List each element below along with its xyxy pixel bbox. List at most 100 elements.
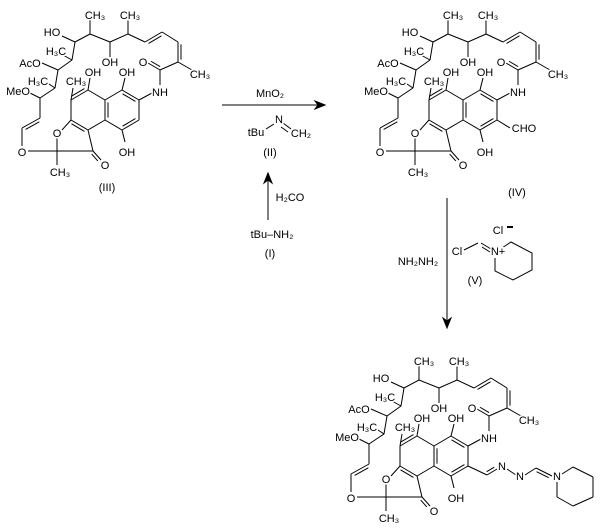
- bond: [486, 468, 498, 476]
- atom-label: O: [459, 160, 468, 172]
- bond: [485, 33, 504, 43]
- bond: [450, 423, 455, 437]
- atom-label: OH: [477, 67, 494, 79]
- atom-label: OH: [119, 67, 136, 79]
- double-bond: [480, 118, 494, 127]
- bond: [420, 54, 431, 61]
- bond: [428, 89, 447, 101]
- bond: [556, 496, 574, 507]
- bond: [479, 89, 498, 101]
- bond: [433, 435, 452, 447]
- bond: [419, 35, 434, 43]
- bond: [390, 465, 401, 477]
- atom-label: CH₃: [424, 76, 444, 88]
- bond: [74, 33, 91, 43]
- bond: [416, 423, 420, 437]
- hydrazine-reagent: NH₂NH₂: [398, 256, 438, 268]
- atom-label: H₃C: [375, 392, 395, 404]
- bond: [403, 379, 420, 389]
- double-bond: [91, 153, 99, 162]
- bond: [374, 427, 385, 435]
- atom-label: O: [411, 128, 420, 140]
- bond: [87, 89, 106, 101]
- reaction-arrow-right: [222, 99, 327, 111]
- atom-label: NH: [481, 433, 497, 445]
- bond: [356, 437, 370, 445]
- bond: [39, 87, 56, 99]
- bond: [41, 62, 59, 71]
- bond: [445, 129, 452, 152]
- bond: [450, 465, 469, 477]
- bond: [177, 61, 193, 71]
- bond: [61, 119, 72, 131]
- bond: [450, 150, 460, 161]
- double-bond: [451, 439, 465, 448]
- bond: [415, 59, 431, 71]
- bond: [416, 465, 435, 477]
- bond: [390, 381, 405, 389]
- bond: [488, 407, 508, 417]
- atom-label: HO: [373, 373, 390, 385]
- atom-label: NH: [152, 87, 168, 99]
- bond: [438, 379, 458, 389]
- bond: [57, 59, 73, 71]
- imine-label: (II): [263, 147, 276, 159]
- atom-label: O: [430, 506, 439, 518]
- bond: [379, 117, 399, 129]
- bond: [87, 119, 106, 131]
- atom-label: HO: [44, 27, 61, 39]
- bond: [144, 31, 163, 43]
- double-bond: [122, 118, 136, 127]
- atom-label: CH₃: [478, 10, 498, 22]
- bond: [147, 62, 161, 71]
- bond: [70, 119, 89, 131]
- tbutylamine-reagent: tBu–NH₂: [251, 229, 294, 241]
- bond: [71, 41, 76, 61]
- bond: [161, 31, 179, 43]
- vilsmeier-n-plus: N+: [491, 246, 505, 258]
- double-bond: [508, 60, 519, 68]
- atom-label: O: [101, 160, 110, 172]
- reaction-arrow-down: [441, 198, 453, 330]
- atom-label: CH₃: [395, 422, 415, 434]
- double-bond: [383, 121, 398, 130]
- imine-tbu: tBu: [248, 127, 265, 139]
- bond: [445, 77, 449, 91]
- bond: [399, 62, 417, 71]
- atom-label: OH: [85, 67, 102, 79]
- bond: [391, 400, 402, 407]
- bond: [159, 61, 179, 71]
- bond: [506, 407, 522, 417]
- bond: [104, 89, 123, 101]
- atom-label: O: [497, 57, 506, 69]
- bond: [421, 496, 431, 507]
- double-bond: [71, 123, 85, 132]
- atom-label: CH₃: [66, 76, 86, 88]
- atom-label: OH: [460, 57, 477, 69]
- mno2-reagent: MnO₂: [256, 88, 284, 100]
- bond: [462, 89, 481, 101]
- double-bond: [536, 471, 549, 479]
- bond: [429, 41, 434, 61]
- bond: [432, 33, 449, 43]
- vilsmeier-label: (V): [468, 275, 483, 287]
- bond: [479, 77, 484, 91]
- bond: [467, 438, 482, 447]
- double-bond: [25, 121, 40, 130]
- double-bond: [449, 153, 457, 162]
- bond: [433, 465, 452, 477]
- double-bond: [486, 466, 495, 473]
- atom-label: OH: [414, 413, 431, 425]
- bond: [450, 475, 455, 489]
- double-bond: [122, 93, 136, 102]
- double-bond: [354, 467, 369, 476]
- atom-label: OH: [431, 403, 448, 415]
- double-bond: [429, 123, 443, 132]
- bond: [109, 33, 129, 43]
- atom-label: CH₃: [379, 513, 399, 525]
- atom-label: O: [468, 403, 477, 415]
- compound-III-label: (III): [99, 182, 116, 194]
- atom-label: O: [53, 128, 62, 140]
- double-bond: [506, 35, 520, 44]
